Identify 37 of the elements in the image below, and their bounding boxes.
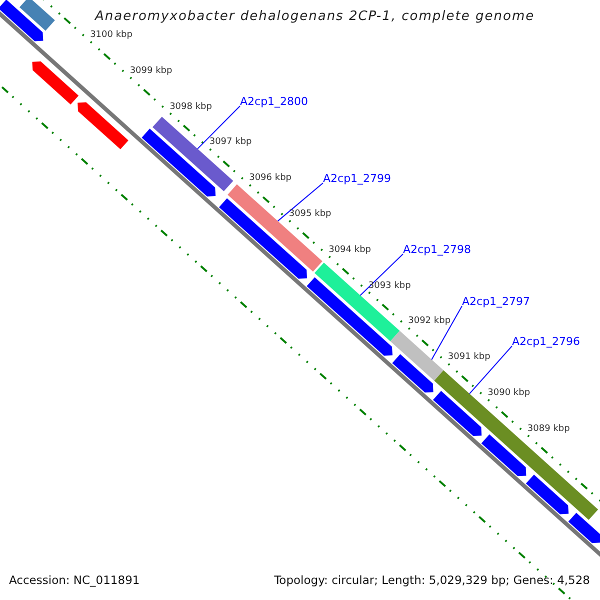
gene-bar [568,512,600,544]
gene-bar [32,61,79,104]
scale-label: 3097 kbp [209,137,252,148]
feature-bar [434,370,598,520]
leader-line [431,306,462,360]
scale-label: 3093 kbp [368,280,411,291]
leader-line [197,106,240,150]
scale-label: 3092 kbp [408,316,451,326]
scale-label: 3091 kbp [448,352,490,362]
gene-bar [392,354,434,392]
gene-label: A2cp1_2796 [512,335,580,348]
scale-label: 3094 kbp [328,244,372,255]
gene-bar [481,434,526,476]
gene-bar [433,390,482,436]
gene-label: A2cp1_2797 [462,295,530,308]
feature-bar [390,330,444,381]
title: Anaeromyxobacter dehalogenans 2CP-1, complete genome [95,9,535,24]
scale-label: 3095 kbp [288,208,332,219]
gene-label: A2cp1_2800 [240,95,308,108]
gene-bar [78,102,128,150]
gene-bar [306,277,392,356]
scale-label: 3100 kbp [90,30,132,40]
accession-text: Accession: NC_011891 [9,573,140,587]
gene-bar [20,0,55,31]
leader-line [469,346,512,394]
scale-label: 3090 kbp [488,388,530,398]
scale-label: 3098 kbp [170,102,212,112]
feature-bar [152,116,234,192]
gene-label: A2cp1_2799 [323,172,392,185]
gene-bar [0,0,44,42]
genome-summary-text: Topology: circular; Length: 5,029,329 bp; Genes: 4,528 [274,573,590,587]
scale-label: 3089 kbp [527,424,570,434]
gene-bar [526,474,569,514]
gene-label: A2cp1_2798 [403,243,472,256]
leader-line [277,182,324,222]
scale-label: 3096 kbp [249,173,292,184]
scale-label: 3099 kbp [130,66,172,76]
